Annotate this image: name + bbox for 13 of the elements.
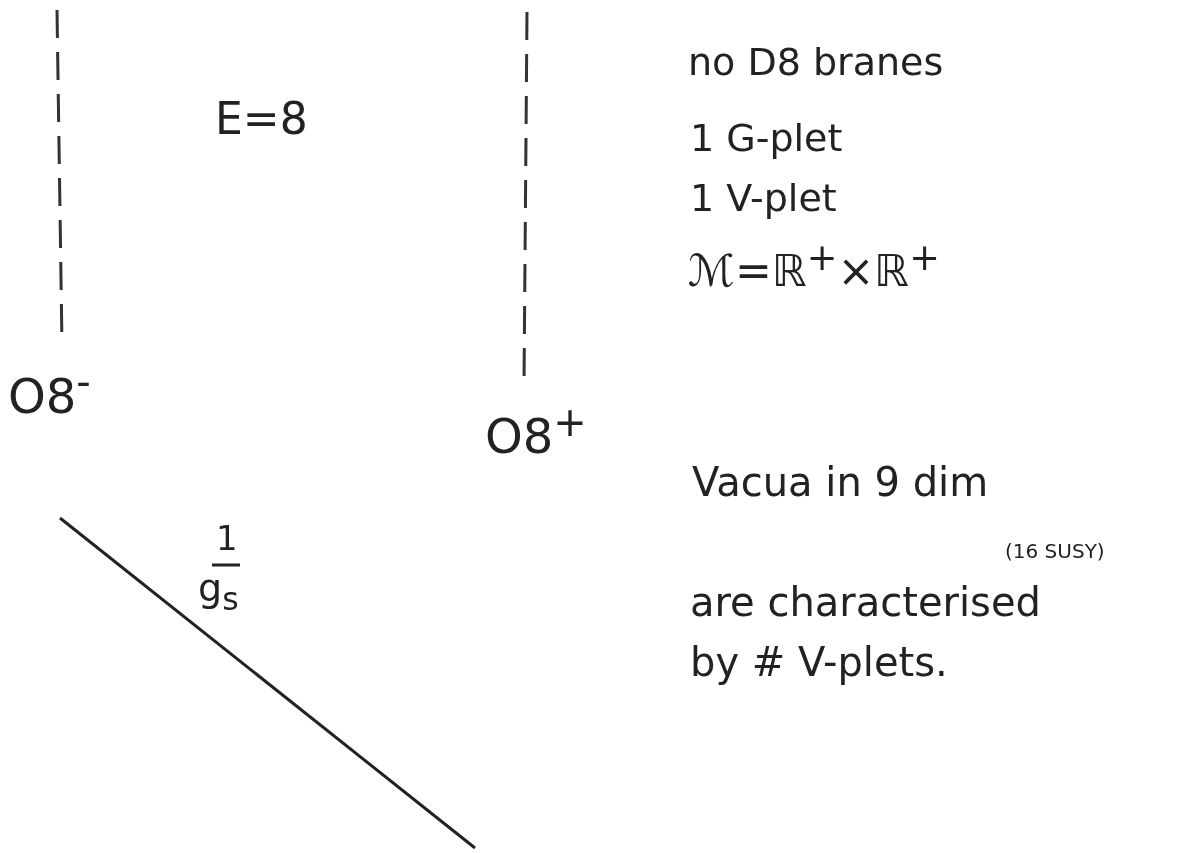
note-text: are characterised <box>690 580 1041 624</box>
note-text: Vacua in 9 dim <box>692 460 989 504</box>
math-expression: E=8 <box>215 95 308 144</box>
plane-label: O8$^{+}$ <box>485 400 587 463</box>
fraction-numerator: 1 <box>216 520 238 558</box>
note-text: by # V-plets. <box>690 640 948 684</box>
note-text: 1 V-plet <box>690 178 837 220</box>
fraction-denominator: g$_{s}$ <box>198 568 239 617</box>
math-expression: ℳ=ℝ$^{+}$×ℝ$^{+}$ <box>688 238 940 296</box>
note-text: no D8 branes <box>688 42 944 84</box>
plane-label: O8$^{-}$ <box>8 360 91 423</box>
note-text: 1 G-plet <box>690 118 843 160</box>
note-text: (16 SUSY) <box>1005 540 1105 562</box>
